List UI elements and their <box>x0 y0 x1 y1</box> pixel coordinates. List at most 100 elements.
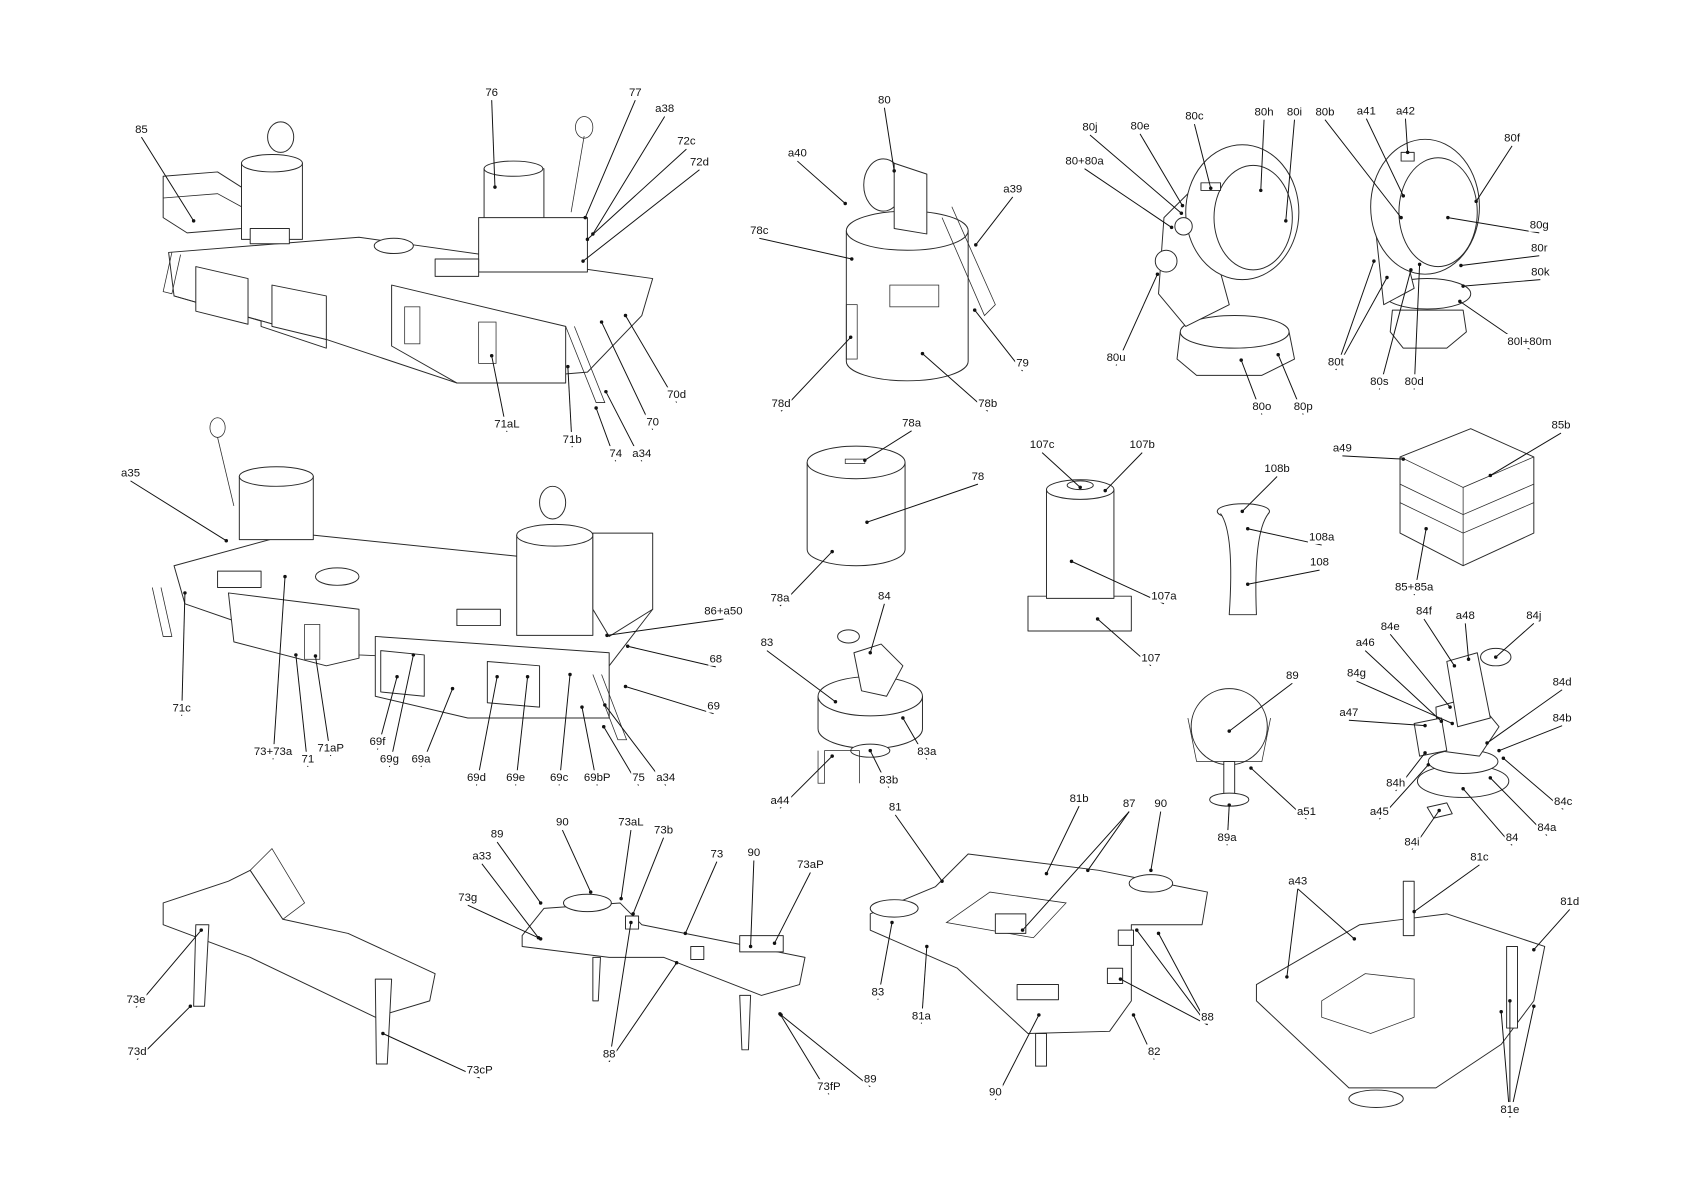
leader-dot <box>1078 485 1082 490</box>
part-number-label: 84c <box>1554 796 1573 808</box>
column-107a <box>1045 489 1115 599</box>
part-number-label: 82 <box>1148 1046 1161 1058</box>
ladder <box>565 326 606 403</box>
callout: 88 <box>1118 928 1215 1026</box>
leader-line <box>1104 452 1143 492</box>
label-backdrop <box>770 396 792 411</box>
callout: 69d <box>465 674 499 786</box>
leader-line <box>467 904 541 940</box>
callout: 78a <box>769 549 834 607</box>
callout: 71b <box>561 364 583 448</box>
callout: 69g <box>378 653 416 768</box>
callout: a46 <box>1354 635 1444 724</box>
callout: 85 <box>133 121 196 223</box>
callout: 80g <box>1446 215 1550 234</box>
label-backdrop <box>1292 399 1314 414</box>
part-number-label: a48 <box>1456 610 1475 622</box>
label-backdrop <box>709 846 725 861</box>
part-number-label: 68 <box>709 654 722 666</box>
leader-line <box>1087 811 1130 871</box>
callout: 76 <box>484 84 500 189</box>
label-backdrop <box>1105 350 1127 365</box>
leader-dot <box>830 549 834 554</box>
label-backdrop <box>708 651 724 666</box>
callout: 84h <box>1385 751 1427 792</box>
label-backdrop <box>252 744 294 759</box>
part-number-label: 84f <box>1416 606 1433 618</box>
leader-line <box>922 353 989 412</box>
part-number-label: 83b <box>879 774 898 786</box>
leader-dot <box>183 591 187 595</box>
part-number-label: 78 <box>972 471 985 483</box>
label-backdrop <box>1355 103 1377 118</box>
part-number-label: 72c <box>677 136 696 148</box>
support-base <box>1348 1089 1404 1108</box>
leader-dot <box>748 944 753 949</box>
leader-line <box>561 829 592 893</box>
part-number-label: 89 <box>864 1073 877 1085</box>
leader-line <box>620 830 632 899</box>
leader-line <box>1136 929 1208 1026</box>
callout: 73aP <box>772 857 825 945</box>
label-backdrop <box>1150 588 1179 603</box>
label-backdrop <box>703 603 744 618</box>
part-number-label: 85+85a <box>1395 582 1434 594</box>
callout: a40 <box>786 145 847 206</box>
part-number-label: 73cP <box>467 1065 493 1077</box>
label-backdrop <box>1081 119 1099 134</box>
leader-line <box>1533 909 1571 951</box>
part-number-label: a33 <box>472 850 491 862</box>
ladder <box>162 252 181 295</box>
leader-line <box>1286 888 1299 977</box>
leader-dot <box>1399 215 1403 220</box>
label-backdrop <box>484 84 500 100</box>
label-backdrop <box>1385 775 1407 790</box>
support-82 <box>1035 1033 1047 1067</box>
callout: 69 <box>623 684 722 715</box>
gun-tub-83 <box>869 899 919 918</box>
leader-dot <box>1497 748 1501 753</box>
leader-dot <box>1069 559 1074 564</box>
part-number-label: 80e <box>1131 121 1150 133</box>
leader-line <box>1490 432 1562 476</box>
leader-line <box>1365 118 1404 197</box>
callout: 69a <box>410 686 455 768</box>
callout: 73aL <box>617 814 645 901</box>
stand-a44 <box>817 750 860 784</box>
callout: 71 <box>294 653 316 768</box>
callout: 74 <box>594 406 624 462</box>
label-backdrop <box>300 751 316 766</box>
callout: 83 <box>759 635 838 704</box>
callout: 78d <box>770 335 853 412</box>
label-backdrop <box>608 446 624 461</box>
callout: 71c <box>171 591 193 716</box>
door-78d <box>845 304 858 360</box>
label-backdrop <box>617 814 645 829</box>
part-number-label: 80p <box>1294 401 1313 413</box>
searchlight-80-front <box>1154 144 1300 376</box>
leader-dot <box>1437 808 1441 813</box>
support <box>592 956 601 1002</box>
part-number-label: 108b <box>1264 463 1289 475</box>
part-number-label: 90 <box>989 1087 1002 1099</box>
leader-line <box>608 962 678 1063</box>
leader-dot <box>1352 937 1357 941</box>
leader-dot <box>566 364 570 369</box>
leader-line <box>606 618 724 636</box>
label-backdrop <box>133 121 149 137</box>
label-backdrop <box>505 770 527 785</box>
label-backdrop <box>1146 1044 1162 1059</box>
part-number-label: 69c <box>550 772 569 784</box>
ladder <box>151 587 173 637</box>
leader-line <box>587 148 687 240</box>
callout: 80+80a <box>1064 153 1174 230</box>
callout: 84i <box>1403 808 1441 850</box>
callout: 73 <box>683 846 725 936</box>
label-backdrop <box>378 751 401 766</box>
label-backdrop <box>654 101 676 116</box>
leader-line <box>774 872 811 944</box>
leader-dot <box>901 716 905 720</box>
leader-line <box>750 860 755 947</box>
part-number-label: 107c <box>1030 439 1055 451</box>
